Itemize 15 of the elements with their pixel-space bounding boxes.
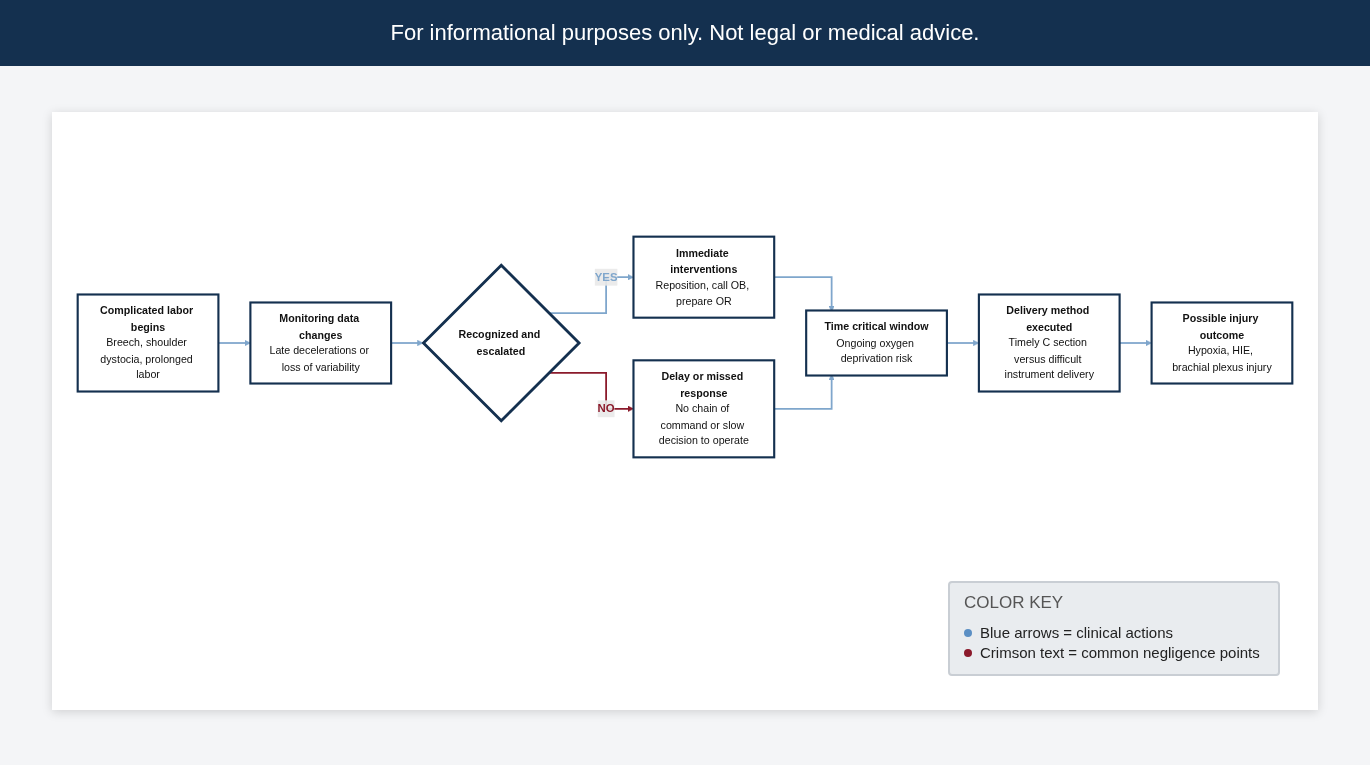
card-background: YES NO Complicated labor begins Breech, shoulder dystocia, prolonged labor Monitoring data changes Late decelerations or loss of variability Recognized and escalated Immediate interventions Reposition, call OB, prepare OR Delay or missed response No chain of command or slow decision to operate Time critical window Ongoing oxygen deprivation risk Delivery method executed Timely C section versus difficult instrument delivery Possible injury outcome Hypoxia, HIE, brachial plexus injury COLOR KEY Blue arrows = clinical actions Crimson text = common negligence points: [52, 112, 1318, 710]
legend-text: Blue arrows = clinical actions: [980, 624, 1173, 641]
node-box: [1150, 301, 1294, 385]
edge-label: NO: [597, 402, 615, 415]
node-box: [632, 235, 776, 319]
edge-label: YES: [594, 270, 618, 283]
disclaimer-text: For informational purposes only. Not legal or medical advice.: [390, 20, 980, 46]
node-diamond: [421, 263, 582, 423]
node-box: [249, 301, 393, 385]
node-box: [632, 359, 776, 459]
node-box: [977, 293, 1121, 393]
legend-text: Crimson text = common negligence points: [980, 644, 1260, 661]
legend-heading: COLOR KEY: [964, 593, 1064, 613]
node-box: [805, 309, 948, 377]
node-box: [76, 293, 220, 393]
